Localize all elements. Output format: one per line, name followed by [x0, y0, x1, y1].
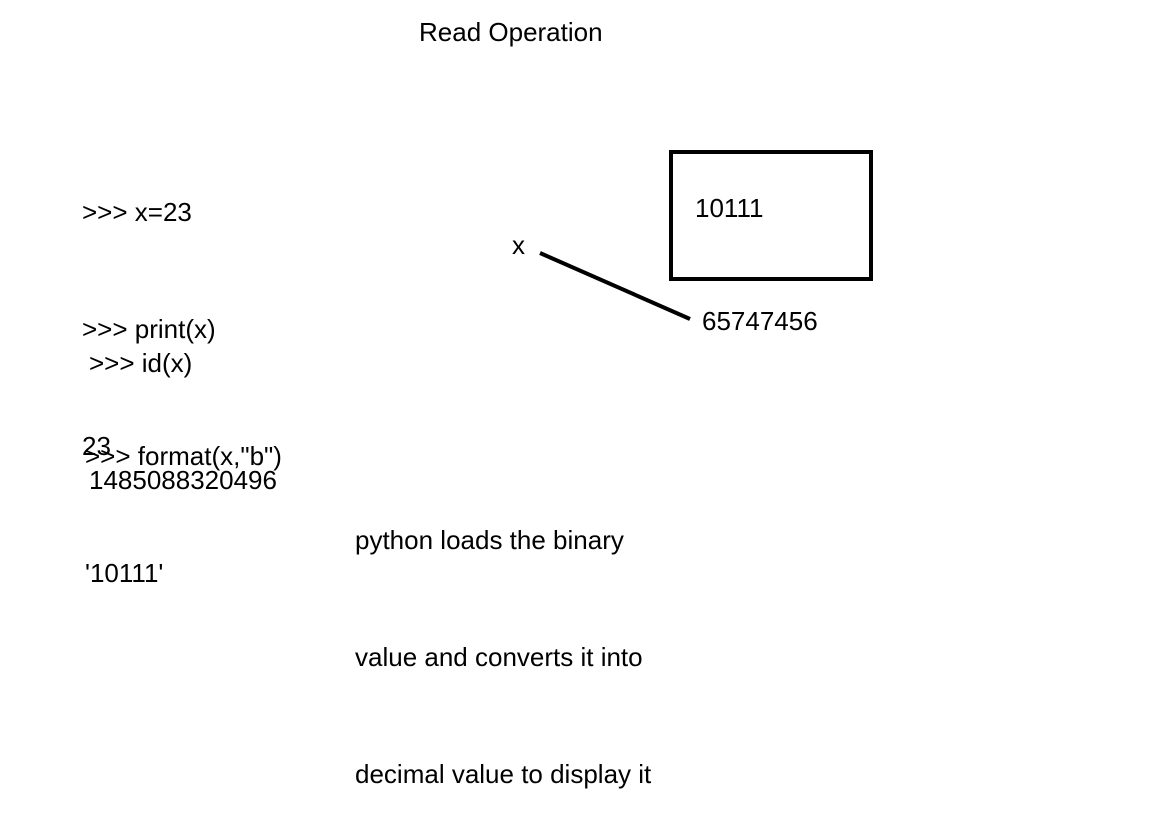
caption-line: python loads the binary	[355, 525, 624, 555]
code-line: >>> format(x,"b")	[85, 441, 282, 471]
pointer-connector	[539, 251, 691, 321]
code-block-format: >>> format(x,"b") '10111'	[85, 359, 282, 632]
memory-address-label: 65747456	[702, 306, 818, 336]
diagram-title: Read Operation	[419, 17, 603, 47]
variable-label: x	[512, 230, 525, 260]
code-line: 1485088320496	[89, 465, 277, 495]
code-block-id: >>> id(x) 1485088320496	[89, 266, 277, 539]
caption-line: decimal value to display it	[355, 759, 652, 789]
caption-line: value and converts it into	[355, 642, 643, 672]
code-line: 23	[82, 431, 111, 461]
memory-cell-value: 10111	[695, 193, 764, 223]
code-line: '10111'	[85, 558, 164, 588]
memory-cell-box: 10111	[669, 150, 873, 281]
code-block-assign-print: >>> x=23 >>> print(x) 23	[82, 115, 216, 505]
code-line: >>> x=23	[82, 197, 192, 227]
explanation-caption: python loads the binary value and conver…	[355, 443, 651, 833]
code-line: >>> print(x)	[82, 314, 216, 344]
code-line: >>> id(x)	[89, 348, 193, 378]
